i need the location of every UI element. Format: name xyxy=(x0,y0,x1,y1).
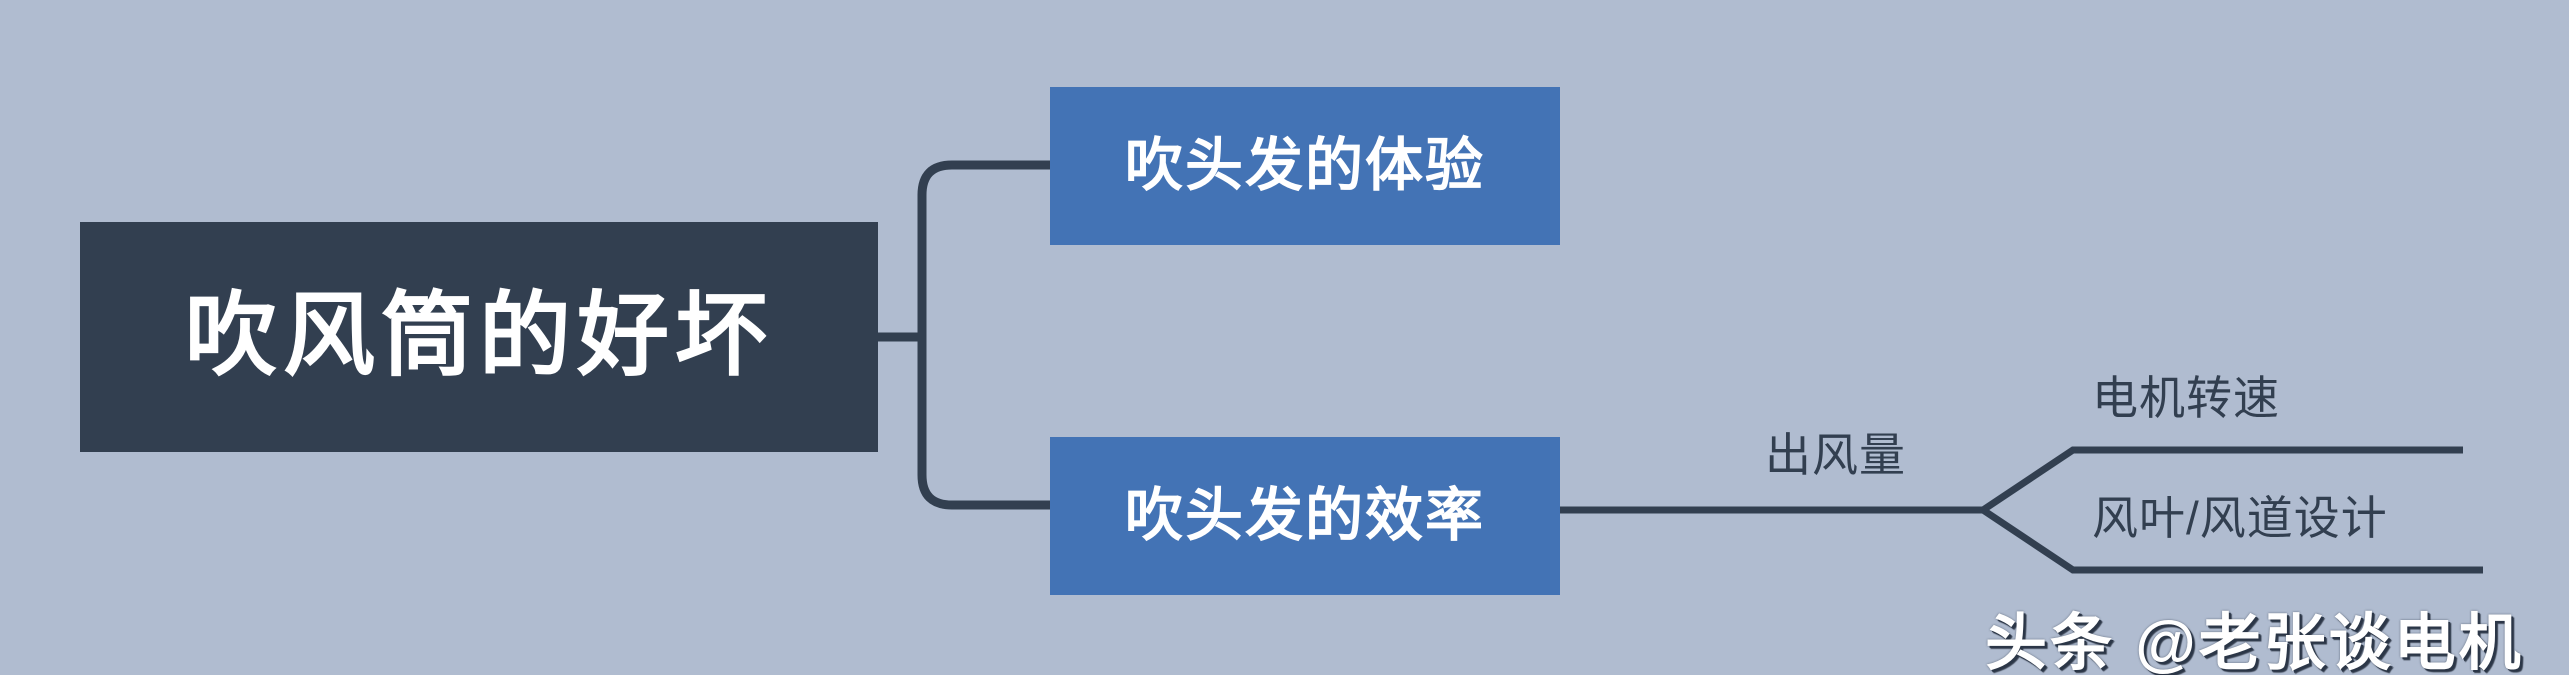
mindmap-branch-label-efficiency: 吹头发的效率 xyxy=(1124,483,1485,549)
edge-root-to-branches xyxy=(917,160,1050,510)
mindmap-branch-node-experience[interactable]: 吹头发的体验 xyxy=(1050,87,1560,245)
mindmap-leaf-label-blade-duct-design[interactable]: 风叶/风道设计 xyxy=(2092,492,2388,544)
mindmap-leaf-label-motor-speed[interactable]: 电机转速 xyxy=(2092,372,2280,424)
mindmap-root-label: 吹风筒的好坏 xyxy=(184,285,773,388)
mindmap-leaf-label-airflow[interactable]: 出风量 xyxy=(1765,429,1906,481)
mindmap-branch-node-efficiency[interactable]: 吹头发的效率 xyxy=(1050,437,1560,595)
mindmap-root-node[interactable]: 吹风筒的好坏 xyxy=(80,222,878,452)
mindmap-branch-label-experience: 吹头发的体验 xyxy=(1124,133,1485,199)
watermark-text: 头条 @老张谈电机 xyxy=(1985,609,2524,675)
